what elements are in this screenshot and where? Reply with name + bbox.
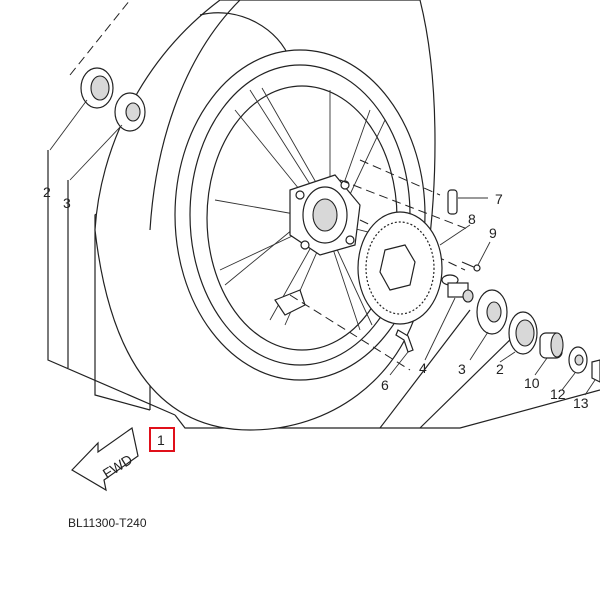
forward-arrow-icon: FWD	[71, 426, 139, 492]
balance-weight	[447, 189, 458, 215]
oil-seal-right	[508, 311, 538, 355]
callout-6[interactable]: 6	[381, 377, 389, 393]
callout-7[interactable]: 7	[495, 191, 503, 207]
callout-leaders	[49, 99, 596, 396]
washer	[568, 346, 588, 374]
callout-13[interactable]: 13	[573, 395, 589, 411]
spacer	[539, 332, 564, 359]
callout-9[interactable]: 9	[489, 225, 497, 241]
callout-3-right[interactable]: 3	[458, 361, 466, 377]
callout-12[interactable]: 12	[550, 386, 566, 402]
tire	[94, 0, 436, 431]
nut	[591, 359, 600, 383]
bearing-left	[114, 92, 146, 132]
callout-2-left[interactable]: 2	[43, 184, 51, 200]
collar	[441, 274, 474, 303]
screw	[461, 261, 481, 272]
wheel-hub	[274, 174, 361, 316]
callout-10[interactable]: 10	[524, 375, 540, 391]
callout-8[interactable]: 8	[468, 211, 476, 227]
callout-3-left[interactable]: 3	[63, 195, 71, 211]
bearing-right	[476, 289, 508, 335]
callout-4[interactable]: 4	[419, 360, 427, 376]
selected-part-highlight[interactable]	[149, 427, 175, 452]
callout-2-right[interactable]: 2	[496, 361, 504, 377]
callout-1[interactable]: 1	[157, 432, 165, 448]
abs-sensor-rotor	[357, 211, 443, 325]
oil-seal-left	[80, 67, 114, 109]
diagram-code: BL11300-T240	[68, 516, 147, 530]
